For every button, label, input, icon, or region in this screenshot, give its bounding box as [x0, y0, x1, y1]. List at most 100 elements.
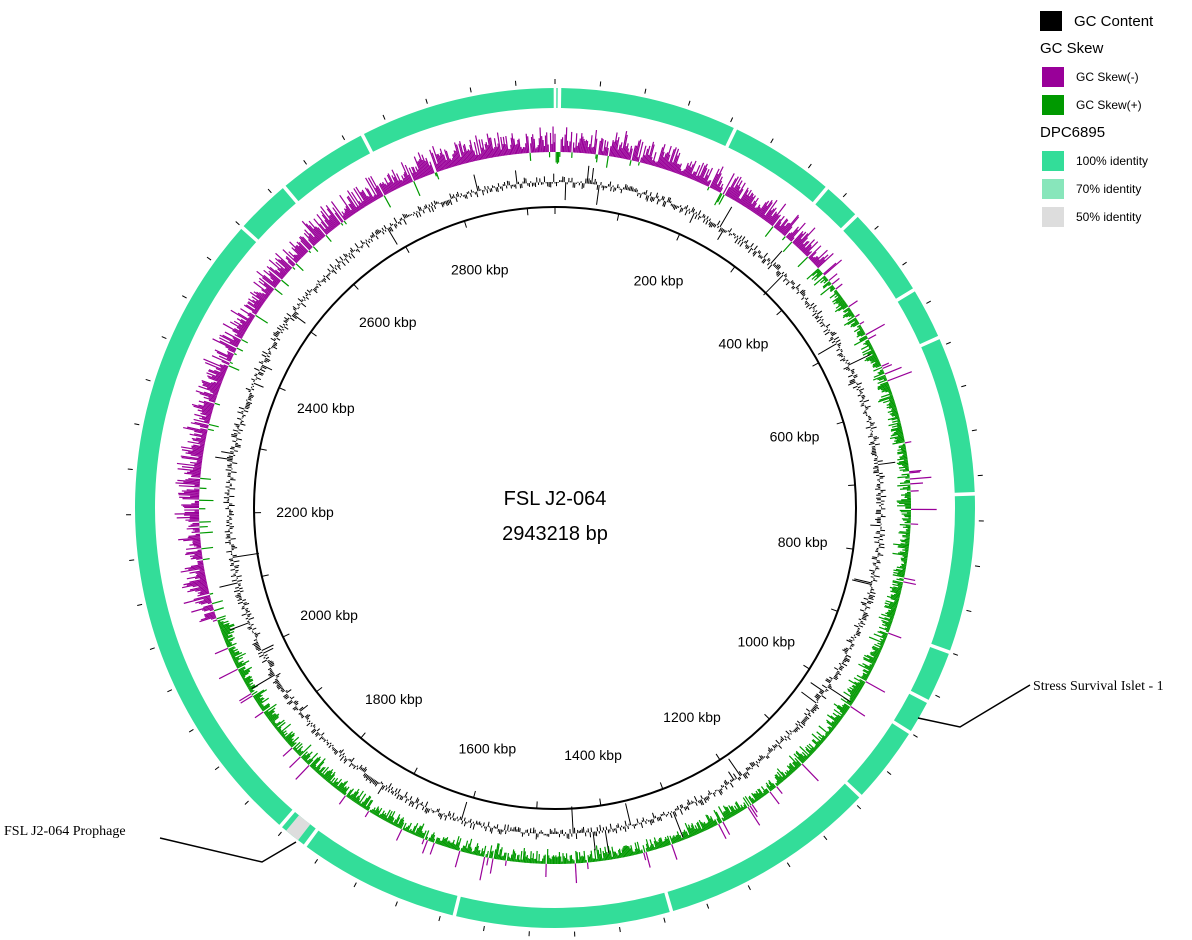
gc-content-bar — [804, 301, 809, 305]
inner-tick — [282, 633, 290, 638]
gc-skew-bar — [731, 180, 743, 200]
gc-skew-bar — [512, 851, 516, 862]
gc-content-bar — [831, 340, 836, 344]
gc-content-bar — [652, 812, 655, 819]
gc-skew-bar — [220, 623, 235, 630]
gc-skew-bar — [869, 665, 874, 669]
gc-content-bar — [857, 386, 861, 389]
gc-skew-bar — [757, 788, 764, 798]
gc-skew-bar — [281, 279, 290, 287]
gc-skew-bar — [410, 830, 413, 834]
gc-skew-bar — [414, 827, 419, 836]
gc-skew-bar — [748, 796, 754, 805]
gc-skew-bar — [605, 141, 609, 156]
gc-skew-bar — [196, 572, 206, 575]
gc-skew-bar — [897, 573, 905, 577]
legend-label-gc-skew-pos: GC Skew(+) — [1076, 98, 1142, 112]
gc-content-bar — [685, 806, 688, 810]
gc-skew-bar — [265, 293, 270, 297]
gc-content-bar — [459, 816, 462, 820]
gc-content-bar — [424, 205, 427, 209]
gc-content-bar — [865, 606, 871, 609]
gc-content-bar — [292, 706, 297, 710]
gc-skew-bar — [330, 782, 334, 786]
gc-content-bar — [677, 206, 680, 209]
gc-skew-bar — [597, 849, 601, 862]
gc-content-bar — [757, 254, 761, 258]
gc-skew-bar — [765, 207, 777, 222]
gc-skew-bar — [516, 855, 519, 863]
gc-skew-bar — [783, 226, 793, 237]
gc-skew-bar — [185, 479, 201, 482]
gc-content-bar — [859, 390, 862, 393]
gc-skew-bar — [191, 531, 200, 534]
gc-content-bar — [805, 715, 810, 720]
gc-content-bar — [472, 823, 476, 830]
gc-skew-bar — [794, 757, 802, 766]
gc-content-bar — [805, 297, 809, 301]
gc-content-bar — [821, 318, 824, 321]
gc-content-bar — [351, 763, 354, 766]
gc-skew-bar — [789, 762, 797, 771]
gc-skew-pos-swatch — [1042, 95, 1064, 115]
gc-skew-bar — [278, 729, 282, 733]
gc-skew-bar — [277, 268, 286, 276]
gc-content-bar — [281, 689, 286, 693]
gc-content-bar — [808, 712, 811, 715]
gc-skew-bar — [283, 731, 293, 740]
legend-label-identity-50: 50% identity — [1076, 210, 1142, 224]
gc-content-bar — [763, 252, 768, 258]
gc-content-bar — [767, 753, 769, 755]
gc-skew-bar — [849, 699, 854, 703]
gc-content-bar — [343, 757, 347, 762]
gc-content-bar — [695, 801, 698, 806]
gc-content-bar — [483, 822, 485, 827]
gc-content-bar — [234, 566, 239, 569]
gc-content-bar — [649, 192, 652, 197]
gc-skew-bar — [396, 173, 404, 187]
gc-content-bar — [679, 804, 683, 809]
gc-skew-bar — [617, 144, 621, 158]
inner-tick — [730, 266, 736, 273]
gc-content-bar — [630, 186, 633, 192]
gc-skew-bar — [867, 350, 875, 355]
gc-content-bar — [269, 670, 273, 673]
gc-content-bar — [415, 797, 419, 803]
gc-skew-bar — [694, 175, 698, 181]
gc-content-bar — [725, 230, 727, 233]
gc-skew-bar — [859, 321, 865, 325]
gc-skew-bar — [894, 415, 899, 418]
gc-skew-bar — [191, 474, 201, 477]
gc-content-bar — [813, 308, 815, 310]
gc-skew-bar — [238, 667, 246, 672]
gc-content-bar — [850, 636, 855, 639]
gc-content-bar — [815, 316, 820, 320]
gc-skew-bar — [400, 179, 405, 187]
gc-skew-bar — [801, 763, 819, 782]
gc-skew-bar — [258, 280, 273, 292]
gc-skew-bar — [378, 813, 382, 818]
gc-skew-bar — [326, 771, 336, 782]
gc-skew-bar — [877, 642, 884, 647]
gc-skew-bar — [792, 762, 799, 769]
gc-skew-bar — [886, 402, 896, 406]
gc-content-bar — [485, 826, 487, 832]
gc-skew-bar — [658, 837, 664, 848]
gc-skew-bar — [522, 848, 526, 863]
gc-content-bar — [837, 342, 842, 346]
gc-content-bar — [876, 561, 881, 564]
gc-skew-bar — [771, 782, 777, 788]
gc-skew-bar — [190, 475, 201, 478]
gc-content-bar — [455, 197, 458, 203]
gc-content-bar — [850, 644, 854, 647]
identity-segment — [910, 646, 949, 700]
gc-skew-bar — [768, 782, 775, 790]
gc-content-bar — [363, 773, 368, 779]
gc-skew-bar — [232, 329, 244, 337]
gc-skew-bar — [219, 622, 230, 628]
gc-skew-bar — [198, 584, 208, 588]
gc-skew-bar — [203, 391, 218, 397]
gc-skew-bar — [888, 403, 896, 407]
gc-skew-bar — [379, 182, 387, 195]
gc-skew-bar — [743, 804, 747, 809]
